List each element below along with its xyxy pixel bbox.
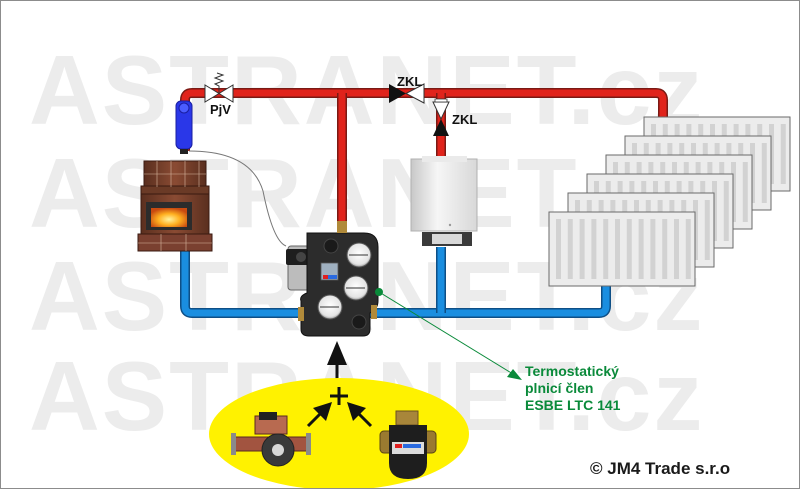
radiator-icon (548, 211, 696, 287)
check-valve-icon (432, 98, 450, 136)
annotation-line: plnicí člen (525, 380, 594, 396)
boiler-icon (410, 156, 478, 246)
check-valve-label: ZKL (452, 112, 478, 127)
tiled-stove-icon (137, 160, 213, 252)
annotation-line: Termostatický (525, 363, 619, 379)
temperature-gauge-icon (317, 294, 343, 320)
sensor-icon (175, 100, 287, 247)
return-pipes (180, 247, 611, 318)
check-valve-icon (389, 83, 425, 104)
loading-unit-icon (286, 221, 379, 337)
copyright-text: © JM4 Trade s.r.o (590, 459, 731, 478)
arrow-up-icon (327, 341, 347, 381)
annotation-text: Termostatický plnicí člen ESBE LTC 141 (525, 363, 620, 414)
radiator-group (548, 116, 791, 287)
check-valve-label: ZKL (397, 74, 423, 89)
plus-icon (330, 387, 348, 405)
temperature-gauge-icon (343, 275, 369, 301)
annotation-line: ESBE LTC 141 (525, 397, 621, 413)
circulation-pump-icon (231, 412, 311, 467)
thermostatic-valve-icon (379, 410, 437, 479)
arrow-diagonal-icon (306, 402, 332, 428)
safety-valve-icon (204, 72, 234, 103)
temperature-gauge-icon (346, 242, 372, 268)
safety-valve-label: PjV (210, 102, 231, 117)
annotation-leader (375, 288, 522, 380)
arrow-diagonal-icon (347, 402, 373, 428)
